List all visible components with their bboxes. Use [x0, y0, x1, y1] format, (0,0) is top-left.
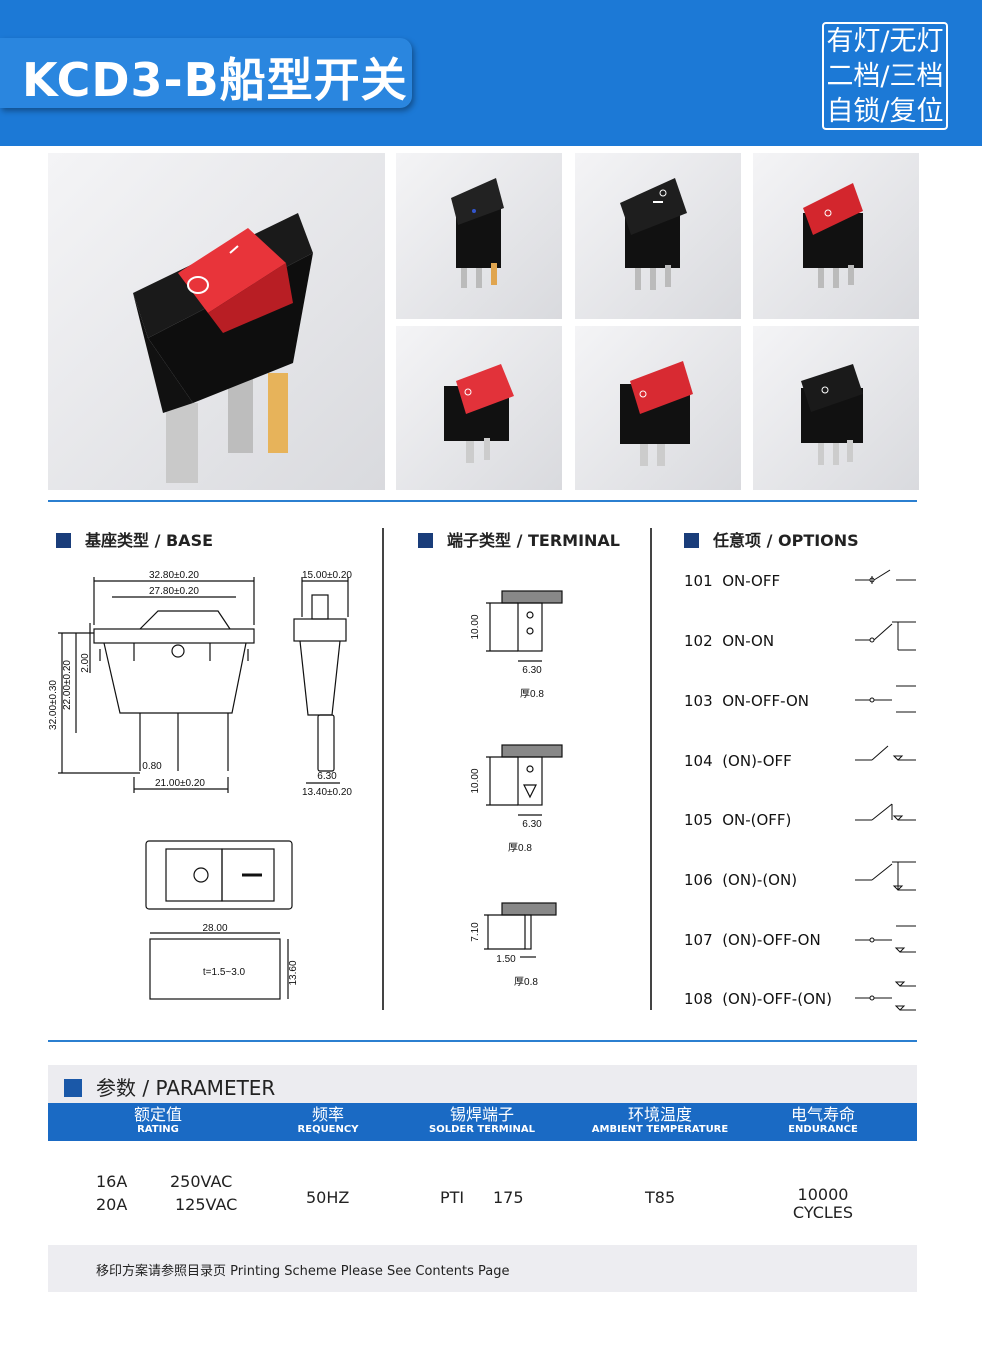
page-title: KCD3-B船型开关: [22, 53, 408, 107]
svg-text:厚0.8: 厚0.8: [508, 842, 532, 854]
column-divider: [650, 528, 652, 1010]
option-item: 103 ON-OFF-ON: [684, 692, 809, 710]
svg-text:6.30: 6.30: [317, 771, 337, 782]
printing-note: 移印方案请参照目录页 Printing Scheme Please See Co…: [96, 1264, 510, 1279]
column-divider: [382, 528, 384, 1010]
endurance-unit: CYCLES: [792, 1203, 854, 1222]
frequency-value: 50HZ: [306, 1188, 350, 1207]
solder-label: PTI: [440, 1188, 465, 1207]
base-drawing: 32.80±0.20 27.80±0.20 32.00±0.30 22.00±0…: [48, 570, 352, 1000]
option-item: 105 ON-(OFF): [684, 811, 792, 829]
feature-tag: 自锁/复位: [826, 96, 944, 127]
svg-text:10.00: 10.00: [470, 614, 481, 639]
option-item: 108 (ON)-OFF-(ON): [684, 990, 832, 1008]
note-bar: [48, 1245, 917, 1292]
rating-voltage: 250VAC: [170, 1172, 233, 1191]
product-thumbnail: [396, 326, 562, 490]
svg-text:22.00±0.20: 22.00±0.20: [62, 660, 73, 710]
svg-text:13.60: 13.60: [288, 960, 299, 985]
svg-text:6.30: 6.30: [522, 665, 542, 676]
svg-text:t=1.5~3.0: t=1.5~3.0: [203, 967, 246, 978]
title-tab: [0, 38, 412, 108]
option-item: 104 (ON)-OFF: [684, 752, 792, 770]
rating-current: 16A: [96, 1172, 128, 1191]
product-thumbnail: [753, 153, 919, 319]
feature-tag: 二档/三档: [826, 61, 944, 92]
rating-voltage: 125VAC: [175, 1195, 238, 1214]
option-item: 101 ON-OFF: [684, 572, 781, 590]
product-thumbnail: [575, 153, 741, 319]
solder-value: 175: [493, 1188, 524, 1207]
product-thumbnail: [753, 326, 919, 490]
svg-text:21.00±0.20: 21.00±0.20: [155, 778, 205, 789]
product-thumbnail: [396, 153, 562, 319]
option-item: 107 (ON)-OFF-ON: [684, 931, 821, 949]
endurance-value: 10000: [797, 1185, 849, 1204]
switch-symbols: [855, 569, 916, 1011]
section-divider: [48, 500, 917, 502]
svg-text:0.80: 0.80: [142, 761, 162, 772]
feature-tag: 有灯/无灯: [826, 26, 944, 57]
parameter-table-body: [48, 1141, 917, 1245]
terminal-drawing: 10.00 6.30 厚0.8 10.00 6.30 厚0.8 7.10 1.5…: [470, 590, 563, 988]
svg-text:厚0.8: 厚0.8: [520, 688, 544, 700]
svg-text:2.00: 2.00: [80, 653, 91, 673]
svg-text:28.00: 28.00: [202, 923, 227, 934]
svg-text:厚0.8: 厚0.8: [514, 976, 538, 988]
svg-text:13.40±0.20: 13.40±0.20: [302, 787, 352, 798]
svg-text:7.10: 7.10: [470, 922, 481, 942]
base-heading: 基座类型 / BASE: [56, 527, 213, 551]
svg-text:10.00: 10.00: [470, 768, 481, 793]
option-item: 106 (ON)-(ON): [684, 871, 798, 889]
product-thumbnail: [575, 326, 741, 490]
option-item: 102 ON-ON: [684, 632, 775, 650]
section-divider: [48, 1040, 917, 1042]
svg-text:1.50: 1.50: [496, 954, 516, 965]
svg-text:27.80±0.20: 27.80±0.20: [149, 586, 199, 597]
rating-current: 20A: [96, 1195, 128, 1214]
svg-text:32.00±0.30: 32.00±0.30: [48, 680, 59, 730]
feature-tags-box: 有灯/无灯 二档/三档 自锁/复位: [822, 22, 948, 130]
page-header: KCD3-B船型开关 有灯/无灯 二档/三档 自锁/复位: [0, 0, 982, 146]
temperature-value: T85: [645, 1188, 676, 1207]
terminal-heading: 端子类型 / TERMINAL: [418, 527, 620, 551]
svg-text:6.30: 6.30: [522, 819, 542, 830]
svg-text:32.80±0.20: 32.80±0.20: [149, 570, 199, 581]
parameter-title-bar: [48, 1065, 917, 1103]
options-heading: 任意项 / OPTIONS: [684, 527, 859, 551]
svg-text:15.00±0.20: 15.00±0.20: [302, 570, 352, 581]
main-product-photo: [48, 153, 385, 490]
parameter-heading: 参数 / PARAMETER: [64, 1072, 275, 1101]
